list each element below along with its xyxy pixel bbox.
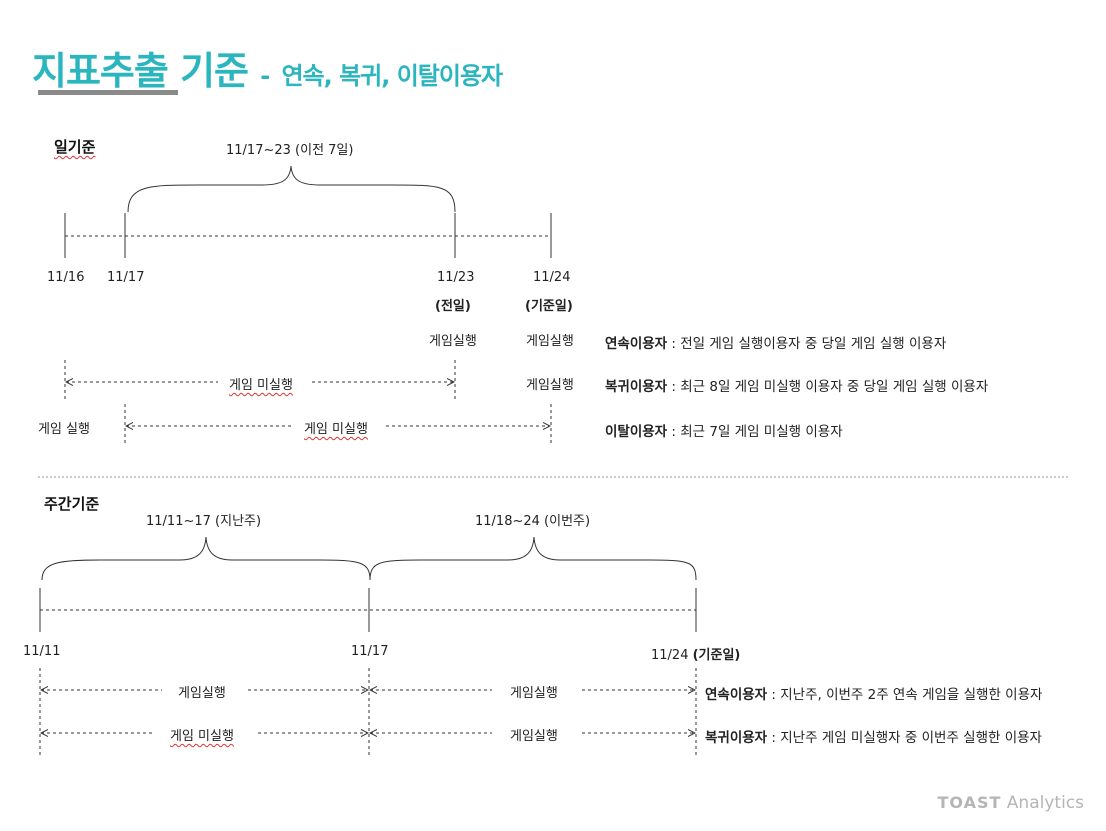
title-dash: - xyxy=(260,62,270,90)
weekly-brace-1 xyxy=(41,536,371,581)
daily-date-1124: 11/24 xyxy=(533,270,571,285)
def-desc: : 전일 게임 실행이용자 중 당일 게임 실행 이용자 xyxy=(667,336,947,352)
daily-note-prev: (전일) xyxy=(435,299,471,314)
daily-arrow-1-label: 게임 미실행 xyxy=(229,378,293,393)
page-title: 지표추출 기준 - 연속, 복귀, 이탈이용자 xyxy=(32,40,503,95)
daily-arrow-2-label: 게임 미실행 xyxy=(304,422,368,437)
weekly-heading: 주간기준 xyxy=(44,495,100,513)
title-underline-bar xyxy=(38,90,178,95)
def-desc: : 지난주 게임 미실행자 중 이번주 실행한 이용자 xyxy=(767,730,1042,746)
logo-brand: TOAST xyxy=(937,793,1002,812)
daily-run-r3-left: 게임 실행 xyxy=(38,422,90,437)
daily-def-continuous: 연속이용자 : 전일 게임 실행이용자 중 당일 게임 실행 이용자 xyxy=(605,332,946,352)
logo-product: Analytics xyxy=(1006,793,1084,813)
daily-span-label: 11/17~23 (이전 7일) xyxy=(226,143,354,158)
weekly-brace-2 xyxy=(369,536,697,581)
weekly-date-1124-value: 11/24 xyxy=(651,648,689,663)
weekly-def-continuous: 연속이용자 : 지난주, 이번주 2주 연속 게임을 실행한 이용자 xyxy=(705,683,1042,703)
daily-date-1123: 11/23 xyxy=(437,270,475,285)
title-subtitle: 연속, 복귀, 이탈이용자 xyxy=(281,62,503,90)
weekly-span-this: 11/18~24 (이번주) xyxy=(475,514,591,529)
def-term: 복귀이용자 xyxy=(705,730,768,746)
weekly-arrow-1a-label: 게임실행 xyxy=(178,686,226,701)
daily-brace xyxy=(127,165,456,213)
def-term: 복귀이용자 xyxy=(605,379,668,395)
def-term: 연속이용자 xyxy=(705,687,768,703)
weekly-arrow-1b-label: 게임실행 xyxy=(510,686,558,701)
daily-run-r2-d4: 게임실행 xyxy=(526,378,574,393)
daily-def-churned: 이탈이용자 : 최근 7일 게임 미실행 이용자 xyxy=(605,420,843,440)
weekly-span-last: 11/11~17 (지난주) xyxy=(146,514,262,529)
weekly-arrow-2a-label: 게임 미실행 xyxy=(170,729,234,744)
def-term: 연속이용자 xyxy=(605,336,668,352)
daily-run-r1-d4: 게임실행 xyxy=(526,334,574,349)
toast-analytics-logo: TOAST Analytics xyxy=(937,793,1084,813)
weekly-date-1117: 11/17 xyxy=(351,644,389,659)
weekly-date-1111: 11/11 xyxy=(23,644,61,659)
def-term: 이탈이용자 xyxy=(605,424,668,440)
weekly-date-note: (기준일) xyxy=(692,648,741,663)
weekly-date-1124: 11/24 (기준일) xyxy=(651,644,740,663)
def-desc: : 지난주, 이번주 2주 연속 게임을 실행한 이용자 xyxy=(767,687,1043,703)
daily-run-r1-d3: 게임실행 xyxy=(429,334,477,349)
def-desc: : 최근 7일 게임 미실행 이용자 xyxy=(667,424,843,440)
daily-def-returning: 복귀이용자 : 최근 8일 게임 미실행 이용자 중 당일 게임 실행 이용자 xyxy=(605,375,988,395)
daily-note-base: (기준일) xyxy=(525,299,573,314)
title-main: 지표추출 기준 xyxy=(32,49,249,93)
daily-heading: 일기준 xyxy=(54,138,96,156)
weekly-def-returning: 복귀이용자 : 지난주 게임 미실행자 중 이번주 실행한 이용자 xyxy=(705,726,1042,746)
weekly-arrow-2b-label: 게임실행 xyxy=(510,729,558,744)
daily-date-1117: 11/17 xyxy=(107,270,145,285)
def-desc: : 최근 8일 게임 미실행 이용자 중 당일 게임 실행 이용자 xyxy=(667,379,989,395)
daily-date-1116: 11/16 xyxy=(47,270,85,285)
